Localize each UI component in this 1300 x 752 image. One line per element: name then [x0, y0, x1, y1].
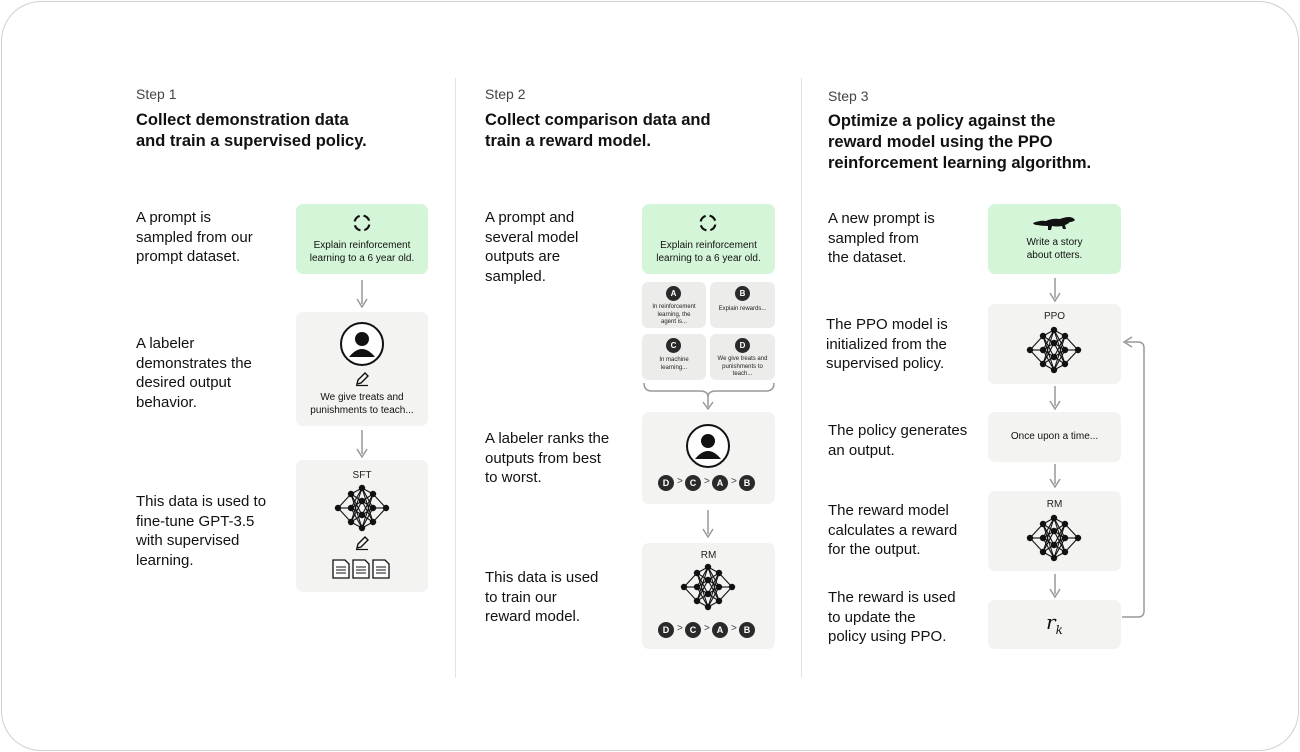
step-2-rm-card: RM D > C > A > B: [642, 543, 775, 649]
model-output-card: A In reinforcement learning, the agent i…: [642, 282, 706, 328]
reward-symbol: rk: [1046, 610, 1063, 637]
step-2-prompt-card: Explain reinforcement learning to a 6 ye…: [642, 204, 775, 274]
arrow-down: [1049, 574, 1061, 599]
model-output-card: B Explain rewards...: [710, 282, 775, 328]
labeler-avatar-icon: [340, 322, 384, 366]
step-3-output-card: Once upon a time...: [988, 412, 1121, 462]
step-1-sft-card: SFT: [296, 460, 428, 592]
step-1-labeler-card: We give treats and punishments to teach.…: [296, 312, 428, 426]
rm-label: RM: [700, 550, 717, 561]
step-1-description-finetune: This data is used to fine-tune GPT-3.5 w…: [136, 493, 267, 569]
neural-network-icon: [1026, 326, 1082, 374]
step-2-description-train: This data is used to train our reward mo…: [485, 569, 599, 626]
step-3-prompt-card: Write a story about otters.: [988, 204, 1121, 274]
step-2-description-ranking: A labeler ranks the outputs from best to…: [485, 430, 610, 487]
pencil-icon: [356, 372, 369, 387]
step-2-description-prompt: A prompt and several model outputs are s…: [485, 209, 579, 285]
step-3-description-ppo: The PPO model is initialized from the su…: [826, 316, 948, 373]
arrow-down: [702, 510, 714, 539]
step-3-rm-card: RM: [988, 491, 1121, 571]
rm-label: RM: [1046, 499, 1063, 510]
pencil-icon: [356, 536, 369, 551]
prompt-dataset-icon: [699, 214, 717, 232]
arrow-down: [356, 430, 368, 459]
sft-label: SFT: [352, 470, 372, 481]
step-1-description-prompt: A prompt is sampled from our prompt data…: [136, 209, 253, 266]
neural-network-icon: [680, 563, 736, 611]
step-3-description-reward-model: The reward model calculates a reward for…: [828, 502, 958, 559]
step-1-title: Collect demonstration data and train a s…: [136, 111, 367, 150]
model-output-card: C In machine learning...: [642, 334, 706, 380]
step-2-ranking-card: D > C > A > B: [642, 412, 775, 504]
arrow-down: [1049, 278, 1061, 303]
ppo-label: PPO: [1043, 311, 1066, 322]
step-3-description-prompt: A new prompt is sampled from the dataset…: [828, 210, 935, 267]
merge-bracket-arrow: [643, 382, 775, 411]
step-3-reward-card: rk: [988, 600, 1121, 649]
arrow-down: [356, 280, 368, 309]
neural-network-icon: [334, 484, 390, 532]
step-2-title: Collect comparison data and train a rewa…: [485, 111, 711, 150]
documents-icon: [332, 559, 390, 579]
step-3-ppo-card: PPO: [988, 304, 1121, 384]
step-2-label: Step 2: [485, 86, 526, 102]
feedback-loop-arrow: [1122, 336, 1145, 618]
step-3-description-output: The policy generates an output.: [828, 422, 968, 459]
column-divider: [801, 78, 802, 678]
model-output-card: D We give treats and punishments to teac…: [710, 334, 775, 380]
neural-network-icon: [1026, 514, 1082, 562]
generated-output-text: Once upon a time...: [1010, 431, 1099, 442]
ranking-order: D > C > A > B: [658, 474, 778, 492]
arrow-down: [1049, 464, 1061, 489]
step-3-label: Step 3: [828, 88, 869, 104]
column-divider: [455, 78, 456, 678]
step-1-prompt-card: Explain reinforcement learning to a 6 ye…: [296, 204, 428, 274]
otter-icon: [1033, 217, 1075, 230]
step-1-description-labeler: A labeler demonstrates the desired outpu…: [136, 335, 252, 411]
prompt-dataset-icon: [353, 214, 371, 232]
ranking-order: D > C > A > B: [658, 621, 778, 639]
labeler-avatar-icon: [686, 424, 730, 468]
step-1-label: Step 1: [136, 86, 177, 102]
step-3-description-update: The reward is used to update the policy …: [828, 589, 956, 646]
arrow-down: [1049, 386, 1061, 411]
step-3-title: Optimize a policy against the reward mod…: [828, 112, 1092, 172]
